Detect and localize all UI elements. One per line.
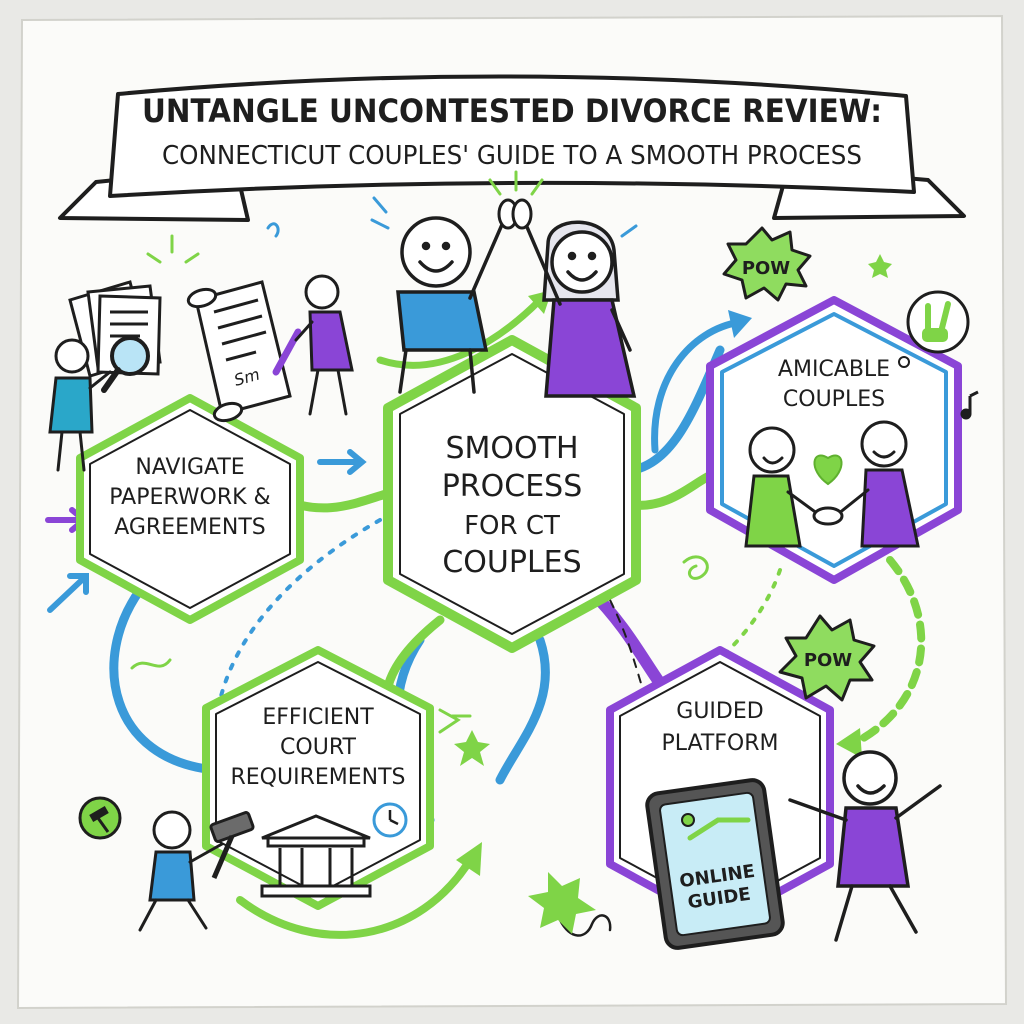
figure-cheering: [788, 750, 942, 942]
node-center-line1: SMOOTH: [445, 431, 578, 466]
figure-high-five-man: [396, 216, 506, 394]
node-paperwork-line3: AGREEMENTS: [114, 515, 266, 540]
node-center-line2: PROCESS: [442, 469, 583, 504]
connector-blue-center-down: [495, 635, 550, 785]
connector-blue-up-arrow: [651, 318, 744, 454]
connector-green-under-arrow: [376, 296, 544, 369]
sparkle-lines: [146, 170, 544, 264]
arrowhead-blue-up: [728, 310, 752, 338]
banner-title-line1: UNTANGLE UNCONTESTED DIVORCE REVIEW:: [142, 92, 882, 130]
peace-sign-icon: [898, 290, 970, 368]
tablet-icon: [645, 778, 785, 950]
star-sparkles: [454, 254, 892, 766]
figure-reviewer: [48, 338, 112, 472]
green-splat: [528, 872, 596, 934]
node-platform-line2: PLATFORM: [661, 731, 778, 756]
node-paperwork: [76, 394, 304, 624]
node-amicable-line2: COUPLES: [783, 387, 885, 412]
banner-title-line2: CONNECTICUT COUPLES' GUIDE TO A SMOOTH P…: [162, 141, 862, 171]
connector-green-bottom-arrow: [236, 856, 474, 939]
gavel-icon: [209, 811, 255, 879]
node-court-line1: EFFICIENT: [262, 705, 374, 730]
figure-amicable-left: [744, 426, 820, 548]
high-five-hands: [497, 198, 533, 230]
figure-kneeling: [138, 810, 224, 932]
figure-signer: [294, 274, 354, 416]
node-center-line3: FOR CT: [464, 511, 560, 541]
music-note-icon: [960, 390, 979, 420]
heart-icon: [813, 454, 843, 486]
pow-burst-top: [722, 226, 812, 302]
connector-dashed-green-right: [856, 556, 926, 744]
decorative-doodles: [130, 222, 709, 937]
sparkle-lines-blue: [370, 196, 638, 238]
pow-label-bottom: POW: [804, 650, 852, 671]
node-court-line3: REQUIREMENTS: [230, 765, 405, 790]
figure-amicable-right: [836, 420, 920, 548]
magnifier-icon: [101, 336, 150, 393]
handshake-icon: [812, 506, 844, 526]
speech-bubble-gavel: [78, 796, 122, 840]
arrowhead-green-right: [836, 728, 862, 758]
node-paperwork-line2: PAPERWORK &: [109, 485, 270, 510]
scroll-icon: [186, 280, 292, 423]
pow-burst-bottom: [778, 614, 876, 702]
clock-icon: [372, 802, 408, 838]
node-court-line2: COURT: [280, 735, 356, 760]
courthouse-icon: [260, 814, 372, 898]
pen-icon: [272, 328, 302, 376]
arrowhead-green-bottom: [456, 842, 482, 876]
figure-high-five-woman: [522, 218, 637, 398]
connector-blue-left-loop: [109, 585, 220, 775]
node-platform-line1: GUIDED: [676, 699, 763, 724]
pow-label-top: POW: [742, 258, 790, 279]
node-paperwork-line1: NAVIGATE: [135, 455, 244, 480]
title-banner: [58, 74, 966, 222]
node-amicable-line1: AMICABLE: [778, 357, 890, 382]
node-center-line4: COUPLES: [442, 545, 581, 580]
node-center: [383, 335, 641, 653]
connector-dotted-left: [218, 518, 382, 702]
